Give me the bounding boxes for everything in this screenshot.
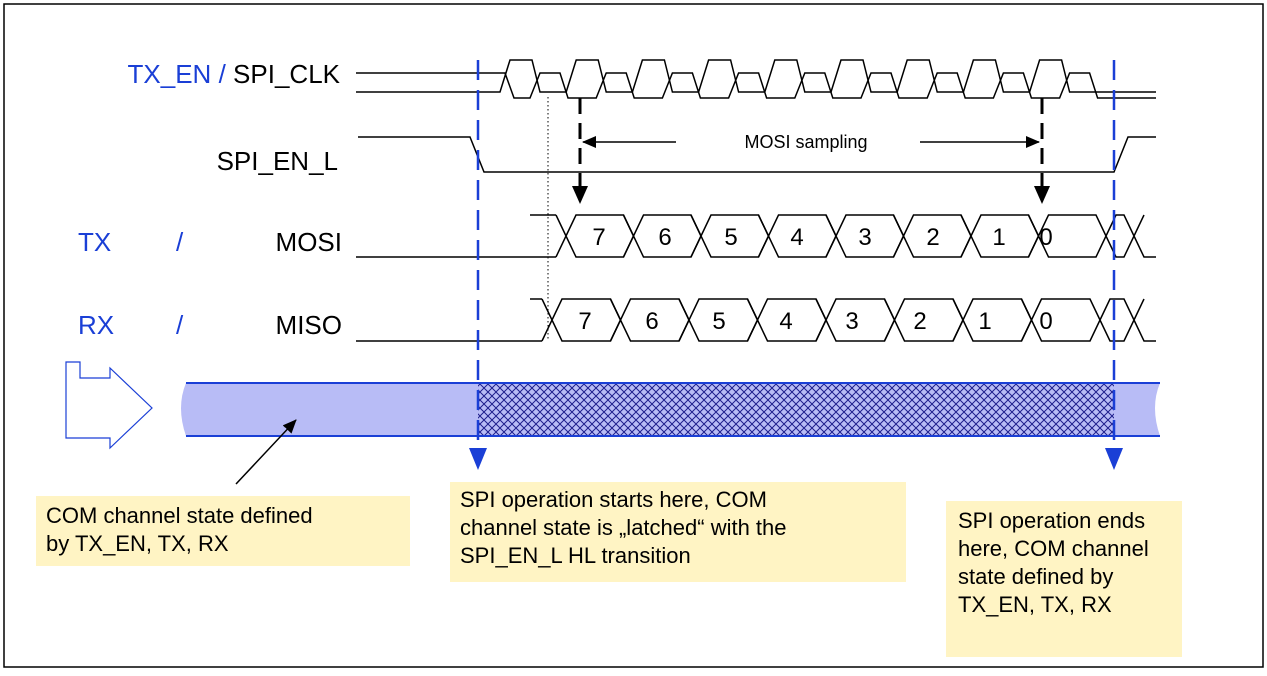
mosi-bit-cell [1027,214,1107,258]
mosi-bit-label: 0 [1039,224,1052,251]
mosi-bit-cell [555,214,635,258]
sampling-arrowhead-end [1034,186,1050,204]
note-line: here, COM channel [958,536,1149,561]
miso-bit-label: 1 [978,308,991,335]
miso-bit-cell [541,298,622,342]
spi-en-l-waveform [358,136,1156,173]
note-line: state defined by [958,564,1114,589]
start-timing-arrowhead [469,448,487,470]
mosi-bit-cell [690,214,770,258]
mosi-bit-cell [892,214,972,258]
mosi-bit-label: 1 [992,224,1005,251]
miso-bit-label: 5 [712,308,725,335]
hollow-arrow-icon [65,361,153,450]
signal-label-mosi: MOSI [276,227,342,257]
sampling-markers [578,98,1044,198]
miso-bit-cell [883,298,964,342]
signal-label-miso-blue: RX [78,310,114,340]
miso-bit-cell [678,298,759,342]
miso-idle-lines [356,298,542,342]
mosi-bit-label: 6 [658,224,671,251]
mosi-bit-label: 5 [724,224,737,251]
mosi-idle-lines [356,214,556,258]
mosi-bit-label: 2 [926,224,939,251]
miso-bit-label: 4 [779,308,792,335]
miso-bit-label: 0 [1039,308,1052,335]
mosi-bit-cell [825,214,905,258]
sampling-arrowhead-start [572,186,588,204]
mosi-bit-label: 3 [858,224,871,251]
signal-label-miso: MISO [276,310,342,340]
note-line: by TX_EN, TX, RX [46,531,229,556]
mosi-bit-label: 4 [790,224,803,251]
com-state-band-latched [478,383,1114,436]
miso-post-transition [1099,298,1156,342]
mosi-bit-cell [757,214,837,258]
note-line: TX_EN, TX, RX [958,592,1112,617]
miso-bit-cell [815,298,896,342]
miso-bit-label: 6 [645,308,658,335]
com-state-band-post [1114,383,1160,436]
mosi-bit-cell [622,214,702,258]
mosi-bit-label: 7 [592,224,605,251]
miso-bit-cell [1020,298,1101,342]
miso-bit-cell [952,298,1033,342]
signal-label-mosi-blue: TX [78,227,111,257]
com-state-band-pre [181,383,478,436]
mosi-post-transition [1105,214,1156,258]
mosi-sampling-label: MOSI sampling [744,132,867,152]
note-spi-end: SPI operation ends here, COM channel sta… [946,501,1182,657]
spi-clk-waveform [356,59,1156,99]
miso-bit-cell [609,298,690,342]
note-com-state-initial: COM channel state defined by TX_EN, TX, … [36,496,410,566]
note-pointer-arrow [235,419,297,485]
end-timing-arrowhead [1105,448,1123,470]
mosi-bit-cell [960,214,1040,258]
note-line: SPI_EN_L HL transition [460,543,691,568]
miso-bit-label: 2 [913,308,926,335]
miso-bit-cell [746,298,827,342]
note-line: channel state is „latched“ with the [460,515,787,540]
note-line: COM channel state defined [46,503,313,528]
miso-bus: 7 6 5 4 3 2 1 0 [356,298,1156,342]
diagram-frame [3,3,1264,668]
mosi-bus: 7 6 5 4 3 2 1 0 [356,214,1156,258]
miso-bit-label: 7 [578,308,591,335]
signal-label-miso-sep: / [176,310,184,340]
note-line: SPI operation ends [958,508,1146,533]
signal-label-clk: TX_EN / SPI_CLK [128,59,341,89]
signal-label-mosi-sep: / [176,227,184,257]
miso-bit-label: 3 [845,308,858,335]
signal-label-en: SPI_EN_L [217,146,338,176]
note-spi-start: SPI operation starts here, COM channel s… [450,482,906,582]
note-line: SPI operation starts here, COM [460,487,767,512]
